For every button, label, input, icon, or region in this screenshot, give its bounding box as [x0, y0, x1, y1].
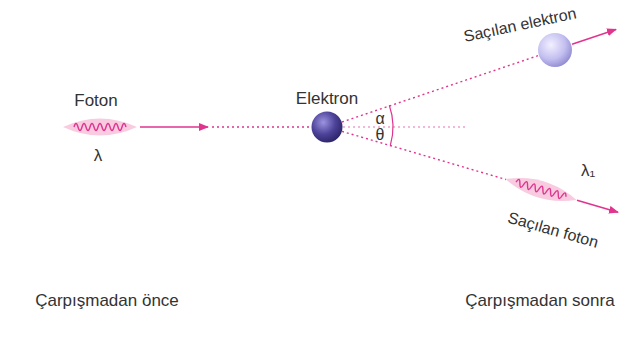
angle-label: α: [375, 110, 384, 128]
dotted-path: [342, 131, 506, 179]
photon-arrow: [140, 126, 208, 128]
scattered-electron: [538, 33, 572, 67]
label: Elektron: [296, 90, 358, 109]
electron: [312, 112, 343, 143]
electron-arrow: [572, 29, 616, 44]
reference-line: [343, 126, 465, 127]
dotted-path: [342, 56, 538, 122]
photon-packet: [503, 171, 579, 208]
caption-label: Çarpışmadan sonra: [465, 292, 614, 311]
photon-packet: [63, 119, 137, 136]
angle-arc: [389, 105, 393, 145]
label: Foton: [74, 92, 117, 111]
photon-arrow: [577, 200, 618, 212]
dotted-path: [212, 126, 311, 127]
label: Saçılan foton: [506, 209, 601, 252]
wavelength-label: λ: [94, 147, 103, 166]
wavelength-label: λ₁: [581, 162, 595, 181]
caption-label: Çarpışmadan önce: [35, 292, 179, 311]
angle-label: θ: [376, 126, 385, 144]
